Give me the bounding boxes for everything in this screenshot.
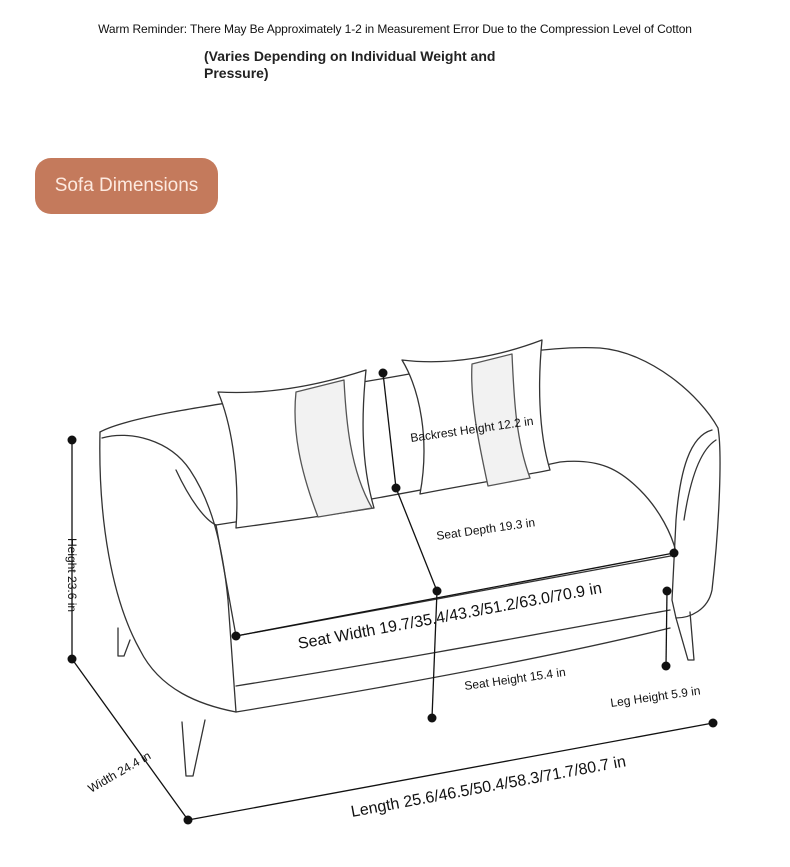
length-label: Length 25.6/46.5/50.4/58.3/71.7/80.7 in — [350, 753, 628, 821]
seat-height-line — [431, 590, 438, 719]
seat-depth-label: Seat Depth 19.3 in — [435, 515, 535, 543]
section-badge: Sofa Dimensions — [35, 158, 218, 214]
right-pillow-panel — [471, 353, 531, 487]
left-pillow-panel — [294, 379, 373, 518]
height-label: Height 23.6 in — [65, 538, 79, 612]
measurement-endpoints — [67, 368, 718, 825]
length-line — [187, 722, 714, 821]
pressure-note: (Varies Depending on Individual Weight a… — [204, 48, 496, 81]
backrest-height-line — [382, 372, 397, 489]
width-label: Width 24.4 in — [86, 748, 154, 795]
width-line — [71, 658, 189, 821]
leg-height-line — [665, 590, 668, 667]
warm-reminder-text: Warm Reminder: There May Be Approximatel… — [98, 22, 692, 36]
sofa-outline — [99, 346, 721, 713]
leg-height-label: Leg Height 5.9 in — [609, 683, 701, 709]
seat-depth-line — [395, 487, 438, 592]
seat-width-line — [235, 552, 675, 637]
sofa-legs — [117, 611, 695, 777]
